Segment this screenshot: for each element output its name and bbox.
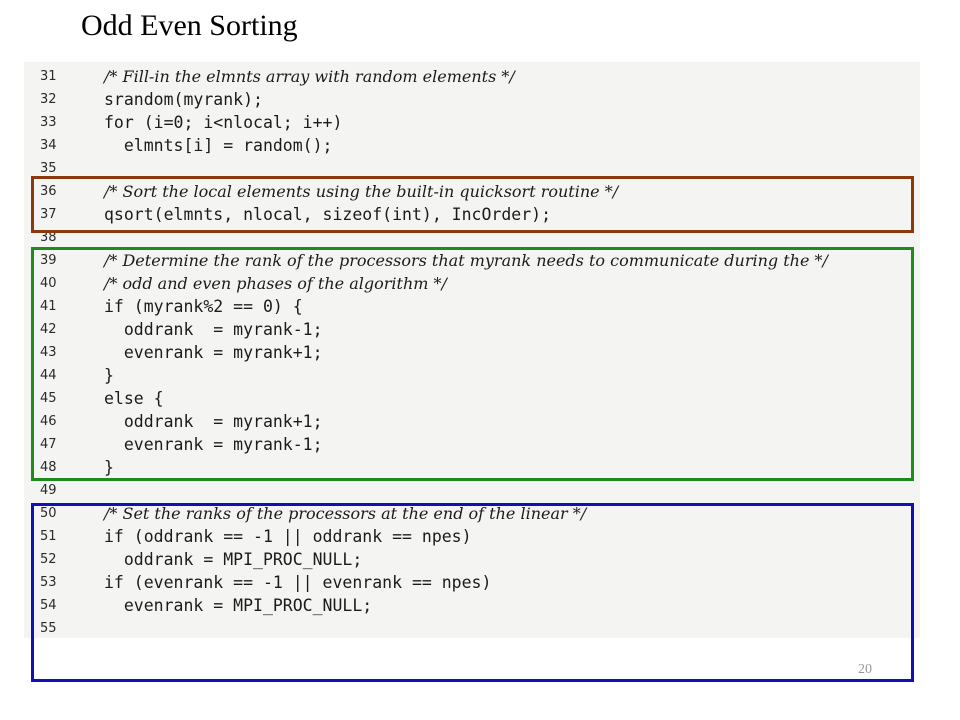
code-line: 36 /* Sort the local elements using the b… (24, 181, 920, 203)
line-number: 44 (40, 368, 57, 383)
code-line: 55 (24, 618, 920, 640)
line-number: 45 (40, 391, 57, 406)
code-line: 45 else { (24, 388, 920, 410)
code-text: evenrank = myrank-1; (104, 435, 323, 454)
code-line: 49 (24, 480, 920, 502)
code-text: } (104, 458, 114, 477)
line-number: 39 (40, 253, 57, 268)
code-line: 31 /* Fill-in the elmnts array with rando… (24, 66, 920, 88)
line-number: 47 (40, 437, 57, 452)
boundary-section-box (31, 503, 914, 682)
line-number: 50 (40, 506, 57, 521)
code-line: 44} (24, 365, 920, 387)
code-line: 32 srandom(myrank); (24, 89, 920, 111)
line-number: 38 (40, 230, 57, 245)
code-comment: /* Determine the rank of the processors … (104, 251, 828, 270)
code-line: 48} (24, 457, 920, 479)
code-text: oddrank = MPI_PROC_NULL; (104, 550, 363, 569)
line-number: 49 (40, 483, 57, 498)
line-number: 52 (40, 552, 57, 567)
code-text: qsort(elmnts, nlocal, sizeof(int), IncOr… (104, 205, 552, 224)
line-number: 35 (40, 161, 57, 176)
code-line: 34 elmnts[i] = random(); (24, 135, 920, 157)
line-number: 36 (40, 184, 57, 199)
code-line: 43 evenrank = myrank+1; (24, 342, 920, 364)
line-number: 40 (40, 276, 57, 291)
line-number: 31 (40, 69, 57, 84)
code-text: elmnts[i] = random(); (104, 136, 333, 155)
code-line: 38 (24, 227, 920, 249)
line-number: 54 (40, 598, 57, 613)
code-text: oddrank = myrank-1; (104, 320, 323, 339)
code-line: 40 /* odd and even phases of the algorith… (24, 273, 920, 295)
line-number: 42 (40, 322, 57, 337)
line-number: 33 (40, 115, 57, 130)
code-scan: 31 /* Fill-in the elmnts array with rando… (24, 62, 920, 638)
line-number: 34 (40, 138, 57, 153)
line-number: 37 (40, 207, 57, 222)
code-text: if (myrank%2 == 0) { (104, 297, 303, 316)
code-comment: /* odd and even phases of the algorithm … (104, 274, 447, 293)
code-line: 52 oddrank = MPI_PROC_NULL; (24, 549, 920, 571)
code-line: 42 oddrank = myrank-1; (24, 319, 920, 341)
code-text: evenrank = myrank+1; (104, 343, 323, 362)
line-number: 41 (40, 299, 57, 314)
line-number: 53 (40, 575, 57, 590)
code-text: oddrank = myrank+1; (104, 412, 323, 431)
code-text: srandom(myrank); (104, 90, 263, 109)
line-number: 51 (40, 529, 57, 544)
code-line: 33 for (i=0; i<nlocal; i++) (24, 112, 920, 134)
code-text: if (evenrank == -1 || evenrank == npes) (104, 573, 492, 592)
line-number: 48 (40, 460, 57, 475)
code-line: 37 qsort(elmnts, nlocal, sizeof(int), Inc… (24, 204, 920, 226)
code-line: 53 if (evenrank == -1 || evenrank == npes… (24, 572, 920, 594)
code-text: else { (104, 389, 164, 408)
code-line: 39 /* Determine the rank of the processor… (24, 250, 920, 272)
code-text: if (oddrank == -1 || oddrank == npes) (104, 527, 472, 546)
line-number: 46 (40, 414, 57, 429)
code-line: 46 oddrank = myrank+1; (24, 411, 920, 433)
code-line: 54 evenrank = MPI_PROC_NULL; (24, 595, 920, 617)
page-number: 20 (858, 662, 872, 677)
code-line: 51 if (oddrank == -1 || oddrank == npes) (24, 526, 920, 548)
code-line: 41 if (myrank%2 == 0) { (24, 296, 920, 318)
code-text: for (i=0; i<nlocal; i++) (104, 113, 343, 132)
code-comment: /* Sort the local elements using the bui… (104, 182, 619, 201)
code-line: 35 (24, 158, 920, 180)
line-number: 43 (40, 345, 57, 360)
code-line: 47 evenrank = myrank-1; (24, 434, 920, 456)
slide-title: Odd Even Sorting (81, 9, 298, 42)
line-number: 55 (40, 621, 57, 636)
code-text: evenrank = MPI_PROC_NULL; (104, 596, 373, 615)
code-text: } (104, 366, 114, 385)
rank-section-box (31, 247, 914, 481)
sort-section-box (31, 176, 914, 233)
code-comment: /* Fill-in the elmnts array with random … (104, 67, 515, 86)
code-comment: /* Set the ranks of the processors at th… (104, 504, 587, 523)
code-line: 50 /* Set the ranks of the processors at … (24, 503, 920, 525)
line-number: 32 (40, 92, 57, 107)
